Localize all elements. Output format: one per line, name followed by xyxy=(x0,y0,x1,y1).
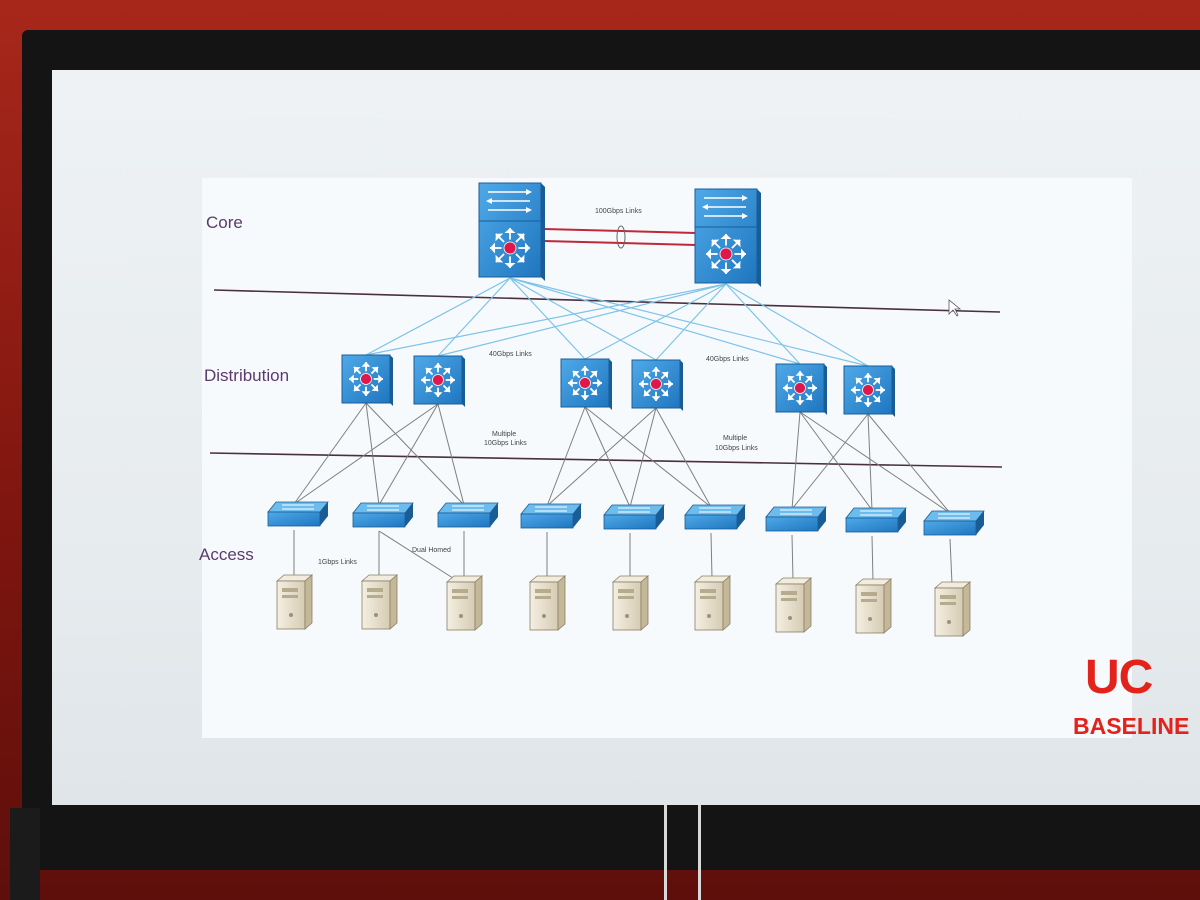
access-switch-icon xyxy=(520,503,582,529)
link-bundle-icon xyxy=(616,225,626,249)
server-icon xyxy=(360,574,399,630)
server-icon xyxy=(774,577,813,633)
distribution-switch-icon xyxy=(843,365,895,417)
copper-link xyxy=(546,406,586,507)
copper-link xyxy=(437,403,465,506)
distribution-switch-icon xyxy=(631,359,683,411)
access-links-label-left-1: Multiple xyxy=(492,431,516,438)
server-links-label: 1Gbps Links xyxy=(318,559,357,566)
access-layer-label: Access xyxy=(199,545,254,564)
access-switch-icon xyxy=(923,510,985,536)
slide xyxy=(202,178,1132,738)
projection-screen xyxy=(52,70,1200,805)
server-link xyxy=(710,532,713,579)
copper-link xyxy=(365,402,465,506)
server-icon xyxy=(275,574,314,630)
access-links-label-right-2: 10Gbps Links xyxy=(715,445,758,452)
copper-link xyxy=(791,413,869,510)
distribution-switch-icon xyxy=(775,363,827,415)
core-distribution-divider xyxy=(213,289,1001,313)
fiber-link xyxy=(365,277,511,356)
fiber-link xyxy=(509,277,586,360)
core-layer-label: Core xyxy=(206,213,243,232)
core-link xyxy=(543,228,697,234)
server-icon xyxy=(693,575,732,631)
fiber-link xyxy=(509,277,657,361)
fiber-link xyxy=(655,283,727,361)
copper-link xyxy=(791,411,801,510)
copper-link xyxy=(546,407,657,507)
cursor-icon xyxy=(948,299,962,317)
distribution-layer-label: Distribution xyxy=(204,366,289,385)
fiber-link xyxy=(509,277,869,367)
access-switch-icon xyxy=(845,507,907,533)
server-icon xyxy=(933,581,972,637)
copper-link xyxy=(293,403,439,505)
copper-link xyxy=(629,407,657,508)
copper-link xyxy=(799,411,951,514)
access-switch-icon xyxy=(603,504,665,530)
server-icon xyxy=(528,575,567,631)
fiber-link xyxy=(437,277,511,357)
access-switch-icon xyxy=(765,506,827,532)
fiber-link xyxy=(437,283,727,357)
server-icon xyxy=(854,578,893,634)
cable xyxy=(698,805,701,900)
copper-link xyxy=(867,413,951,514)
copper-link xyxy=(365,402,380,506)
fiber-link xyxy=(584,283,727,360)
copper-link xyxy=(584,406,631,508)
copper-link xyxy=(799,411,873,511)
dual-homed-label: Dual Homed xyxy=(412,547,451,554)
core-links-label: 100Gbps Links xyxy=(595,208,642,215)
distribution-switch-icon xyxy=(560,358,612,410)
access-links-label-left-2: 10Gbps Links xyxy=(484,440,527,447)
core-switch-icon xyxy=(694,188,761,287)
distribution-switch-icon xyxy=(413,355,465,407)
server-link xyxy=(791,534,794,581)
copper-link xyxy=(655,407,712,508)
core-switch-icon xyxy=(478,182,545,281)
access-switch-icon xyxy=(437,502,499,528)
fiber-link xyxy=(725,283,869,367)
dual-homed-link xyxy=(378,530,457,581)
copper-link xyxy=(867,413,873,511)
fiber-link xyxy=(725,283,801,365)
access-switch-icon xyxy=(267,501,329,527)
dist-links-label-left: 40Gbps Links xyxy=(489,351,532,358)
screen-stand xyxy=(10,808,40,900)
copper-link xyxy=(293,402,367,505)
logo-uc: UC xyxy=(1085,651,1153,704)
cable xyxy=(664,805,667,900)
server-icon xyxy=(611,575,650,631)
server-link xyxy=(949,538,953,585)
dist-links-label-right: 40Gbps Links xyxy=(706,356,749,363)
access-links-label-right-1: Multiple xyxy=(723,435,747,442)
fiber-link xyxy=(365,283,727,356)
copper-link xyxy=(584,406,712,508)
server-link xyxy=(871,535,874,582)
distribution-switch-icon xyxy=(341,354,393,406)
copper-link xyxy=(378,403,439,506)
server-icon xyxy=(445,575,484,631)
access-switch-icon xyxy=(684,504,746,530)
access-switch-icon xyxy=(352,502,414,528)
core-link xyxy=(543,240,697,246)
fiber-link xyxy=(509,277,801,365)
logo-baseline: BASELINE xyxy=(1073,713,1190,739)
